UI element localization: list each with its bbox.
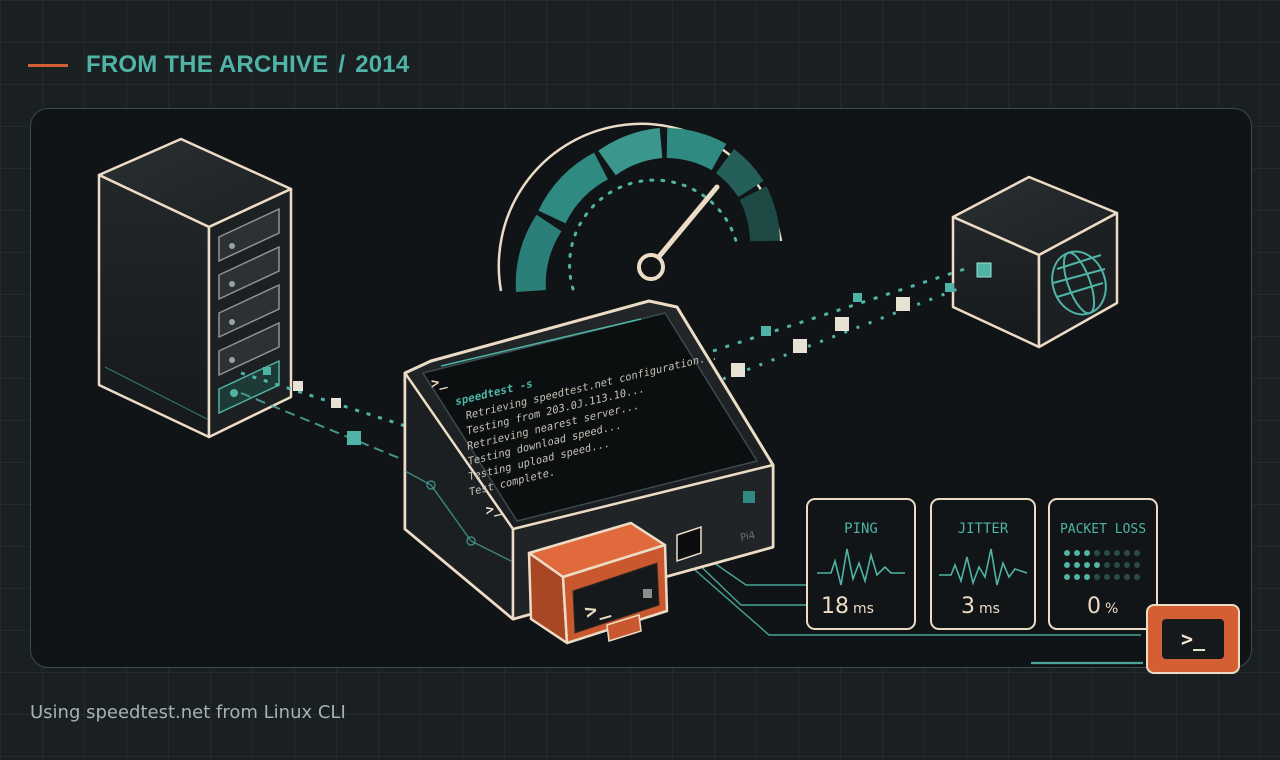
packet-dot: [1074, 574, 1080, 580]
jitter-value: 3: [961, 594, 975, 619]
packet-dot: [1104, 562, 1110, 568]
packet-loss-value: 0: [1087, 594, 1101, 619]
packet-dot: [1124, 574, 1130, 580]
terminal-prompt: >_: [431, 372, 449, 392]
ping-value: 18: [821, 594, 849, 619]
packet-dot: [1074, 562, 1080, 568]
gauge-icon: [497, 122, 783, 292]
metric-card-ping: PING 18 ms: [806, 498, 916, 630]
packet-loss-dots: [1064, 550, 1140, 580]
packet-loss-unit: %: [1105, 601, 1118, 617]
kicker-rule: [28, 63, 68, 67]
ping-label: PING: [844, 521, 878, 537]
packet-dot: [1074, 550, 1080, 556]
packet-dot: [1084, 562, 1090, 568]
kicker-archive: FROM THE ARCHIVE: [86, 51, 329, 78]
data-stream-left: [240, 367, 422, 464]
device-model-label: Pi4: [739, 530, 756, 544]
terminal-module: >_: [527, 521, 669, 645]
packet-dot: [1124, 550, 1130, 556]
metric-card-jitter: JITTER 3 ms: [930, 498, 1036, 630]
terminal-icon: >_: [1162, 619, 1224, 659]
kicker-text: FROM THE ARCHIVE / 2014: [86, 51, 409, 79]
terminal-badge-button[interactable]: >_: [1146, 604, 1240, 674]
kicker-separator: /: [338, 51, 346, 78]
packet-dot: [1134, 550, 1140, 556]
globe-icon: [1051, 250, 1107, 316]
image-caption: Using speedtest.net from Linux CLI: [30, 702, 346, 723]
packet-dot: [1094, 562, 1100, 568]
packet-dot: [1094, 550, 1100, 556]
packet-dot: [1114, 574, 1120, 580]
packet-dot: [1064, 562, 1070, 568]
kicker-year: 2014: [355, 51, 410, 78]
article-kicker: FROM THE ARCHIVE / 2014: [28, 48, 409, 82]
metric-card-packet-loss: PACKET LOSS 0 %: [1048, 498, 1158, 630]
packet-dot: [1064, 550, 1070, 556]
packet-dot: [1064, 574, 1070, 580]
ping-unit: ms: [853, 601, 874, 617]
packet-dot: [1114, 550, 1120, 556]
terminal-badge-glyph: >_: [1180, 627, 1206, 651]
packet-loss-label: PACKET LOSS: [1060, 522, 1146, 537]
server-icon: [97, 137, 293, 439]
linux-device: Pi4 >_ speedtest -s Retrieving speedtest…: [403, 299, 775, 621]
packet-dot: [1084, 574, 1090, 580]
packet-dot: [1114, 562, 1120, 568]
packet-dot: [1124, 562, 1130, 568]
speedtest-illustration: Pi4 >_ speedtest -s Retrieving speedtest…: [97, 122, 1158, 665]
packet-dot: [1094, 574, 1100, 580]
illustration-frame: Pi4 >_ speedtest -s Retrieving speedtest…: [30, 108, 1252, 668]
packet-dot: [1134, 562, 1140, 568]
metric-traces: [686, 546, 1143, 665]
packet-dot: [1084, 550, 1090, 556]
globe-node: [951, 175, 1119, 349]
jitter-unit: ms: [979, 601, 1000, 617]
packet-dot: [1104, 550, 1110, 556]
data-stream-right: [712, 265, 972, 381]
jitter-label: JITTER: [958, 521, 1009, 537]
packet-dot: [1104, 574, 1110, 580]
terminal-end-prompt: >_: [485, 499, 503, 519]
packet-dot: [1134, 574, 1140, 580]
